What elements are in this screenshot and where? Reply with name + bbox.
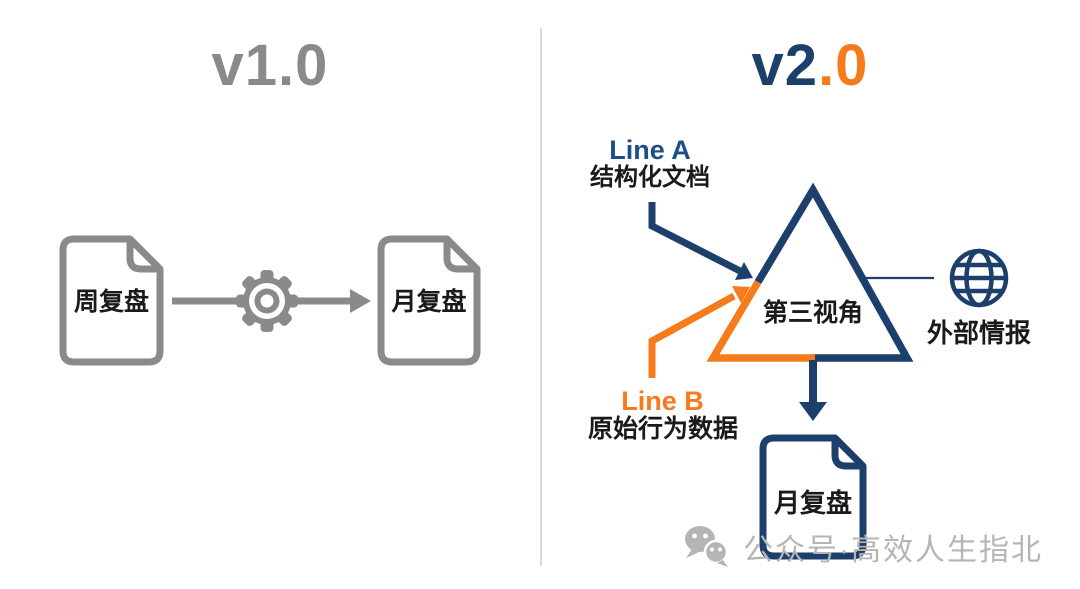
weekly-doc-label: 周复盘 bbox=[73, 288, 149, 316]
v1-title: v1.0 bbox=[211, 33, 329, 98]
gear-icon bbox=[236, 270, 298, 332]
arrow-right-icon bbox=[172, 289, 371, 313]
line-a-arrow-icon bbox=[648, 202, 753, 280]
down-arrow-icon bbox=[799, 360, 827, 421]
monthly-doc-label-v2: 月复盘 bbox=[773, 488, 852, 518]
line-b-label: Line B bbox=[621, 386, 704, 416]
perspective-triangle bbox=[706, 182, 914, 362]
panel-divider bbox=[540, 28, 542, 566]
line-b-desc: 原始行为数据 bbox=[587, 415, 738, 443]
line-a-label: Line A bbox=[609, 135, 691, 165]
watermark-text: 公众号·高效人生指北 bbox=[743, 534, 1043, 567]
v2-title-accent: .0 bbox=[818, 33, 869, 98]
external-intel-label: 外部情报 bbox=[926, 318, 1031, 348]
monthly-doc-label-v1: 月复盘 bbox=[391, 288, 467, 316]
line-b-arrow-icon bbox=[648, 286, 750, 378]
globe-icon bbox=[949, 248, 1009, 308]
wechat-icon bbox=[685, 526, 729, 567]
v2-title-main: v2 bbox=[751, 33, 819, 98]
watermark: 公众号·高效人生指北 bbox=[683, 524, 1043, 570]
v2-title: v2.0 bbox=[540, 32, 1080, 99]
triangle-label: 第三视角 bbox=[762, 299, 863, 327]
line-a-desc: 结构化文档 bbox=[590, 164, 710, 191]
